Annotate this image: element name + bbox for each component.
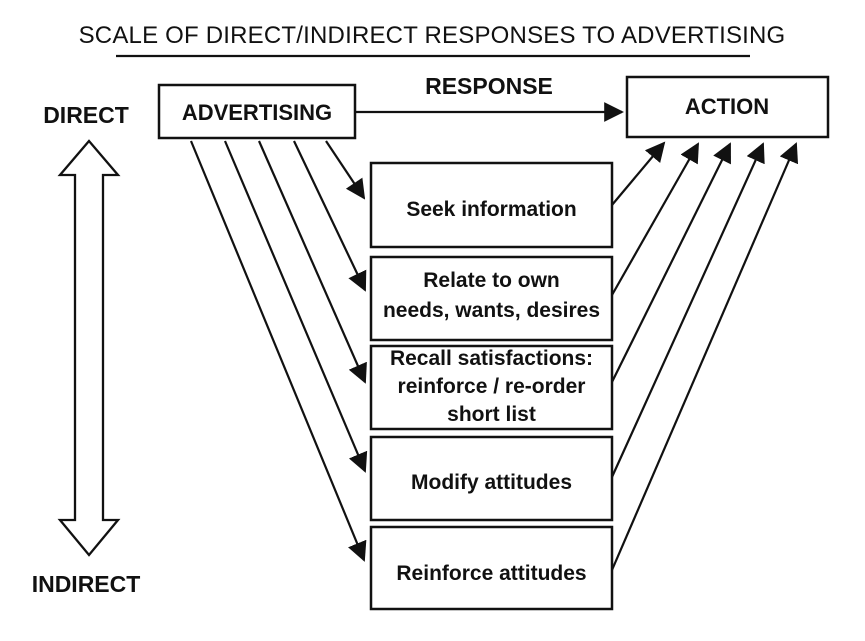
diagram-title: SCALE OF DIRECT/INDIRECT RESPONSES TO AD… (79, 22, 786, 49)
stage-to-action-arrow (611, 141, 666, 206)
stage-to-action-arrow (611, 142, 731, 383)
stage-text-line: reinforce / re-order (398, 375, 586, 398)
advertising-to-stage-arrow (325, 140, 366, 200)
indirect-label: INDIRECT (32, 571, 141, 597)
stage-box (369, 161, 614, 249)
stage-text-line: needs, wants, desires (383, 299, 600, 322)
stage-text-line: Reinforce attitudes (396, 562, 586, 585)
advertising-label: ADVERTISING (182, 100, 332, 125)
stage-box (369, 435, 614, 522)
advertising-to-stage-arrow (257, 140, 367, 384)
stage-box (369, 255, 614, 342)
action-box (625, 75, 830, 139)
stage-text-line: short list (447, 403, 536, 426)
response-label: RESPONSE (425, 73, 553, 99)
action-label: ACTION (685, 94, 769, 119)
stage-text-line: Relate to own (423, 269, 560, 292)
stage-box (369, 344, 614, 431)
stage-text-line: Modify attitudes (411, 471, 572, 494)
advertising-to-stage-arrow (223, 140, 368, 473)
stage-box (369, 525, 614, 611)
direct-label: DIRECT (43, 102, 129, 128)
direct-indirect-scale-arrow (57, 139, 121, 557)
stage-text-line: Recall satisfactions: (390, 347, 593, 370)
advertising-to-stage-arrow (189, 140, 367, 562)
stage-to-action-arrow (611, 142, 699, 296)
advertising-to-stage-arrow (293, 140, 367, 292)
flow-arrow-group (189, 140, 799, 571)
stage-to-action-arrow (610, 142, 765, 478)
stage-to-action-arrow (610, 142, 799, 571)
stage-text-line: Seek information (406, 198, 576, 221)
